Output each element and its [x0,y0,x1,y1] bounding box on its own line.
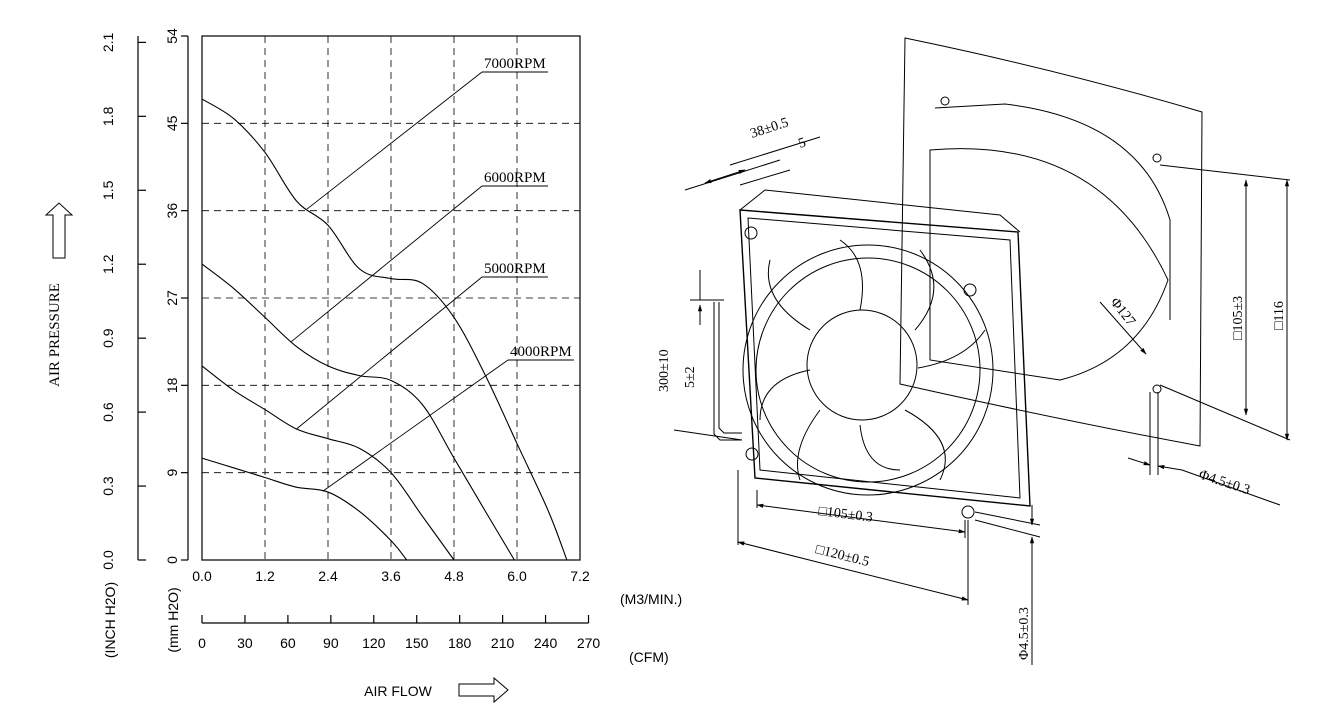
x-secondary-tick-label: 150 [405,635,429,651]
dim-frame-size: □120±0.5 [814,542,871,570]
y-secondary-tick-label: 0.3 [100,476,116,496]
series-label: 6000RPM [484,170,546,186]
x-primary-tick-label: 4.8 [444,568,464,584]
y-secondary-tick-label: 0.9 [100,328,116,348]
x-primary-tick-label: 7.2 [570,568,590,584]
series-line-5000rpm [201,365,455,561]
series-line-6000rpm [201,263,515,561]
y-axis-title: AIR PRESSURE [47,283,63,387]
y-secondary-axis: 0.0 0.3 0.6 0.9 1.2 1.5 1.8 2.1 [100,32,146,570]
chart-grid [202,36,580,560]
dim-guard-size: □116 [1272,301,1287,330]
x-primary-unit: (M3/MIN.) [620,591,682,607]
dimension-labels: 38±0.5 5 300±10 5±2 Φ127 □105±3 □116 Φ4.… [657,115,1287,660]
x-primary-tick-label: 3.6 [381,568,401,584]
x-secondary-tick-label: 30 [237,635,253,651]
y-primary-tick-label: 45 [164,115,180,131]
y-primary-tick-label: 9 [164,469,180,477]
y-secondary-tick-label: 2.1 [100,32,116,52]
dim-guard-hole-spacing: □105±3 [1231,296,1246,340]
dim-lead-length: 300±10 [657,349,672,392]
x-secondary-tick-label: 270 [577,635,601,651]
dim-flange: 5 [797,135,808,151]
series-labels: 7000RPM 6000RPM 5000RPM 4000RPM [290,56,574,492]
series-leader-line [322,359,509,492]
x-secondary-tick-label: 60 [280,635,296,651]
x-secondary-tick-label: 90 [323,635,339,651]
y-primary-axis: 0 9 18 27 36 45 54 [164,28,189,564]
y-primary-tick-label: 18 [164,377,180,393]
y-primary-tick-label: 36 [164,203,180,219]
x-secondary-unit: (CFM) [629,649,669,665]
x-secondary-tick-label: 0 [198,635,206,651]
y-primary-tick-label: 27 [164,290,180,306]
up-arrow-icon [44,202,74,259]
series-label: 5000RPM [484,261,546,277]
series-layer [201,98,568,561]
dim-depth: 38±0.5 [749,115,791,141]
dim-guard-hole: Φ4.5±0.3 [1197,468,1252,499]
dim-guard-diameter: Φ127 [1107,295,1138,329]
x-primary-axis: 0.0 1.2 2.4 3.6 4.8 6.0 7.2 [192,568,590,584]
y-secondary-unit: (INCH H2O) [102,582,118,658]
x-axis-title: AIR FLOW [364,683,432,699]
y-secondary-tick-label: 0.0 [100,550,116,570]
y-secondary-tick-label: 1.8 [100,106,116,126]
x-primary-tick-label: 6.0 [507,568,527,584]
y-primary-tick-label: 54 [164,28,180,44]
x-secondary-tick-label: 210 [491,635,515,651]
series-leader-line [296,276,483,430]
right-arrow-icon [458,676,509,704]
x-secondary-tick-label: 180 [448,635,472,651]
dim-strip-length: 5±2 [683,366,698,388]
y-primary-tick-label: 0 [164,556,180,564]
dim-mount-hole: Φ4.5±0.3 [1017,607,1032,660]
x-secondary-tick-label: 240 [534,635,558,651]
dim-hole-spacing: □105±0.3 [818,504,874,526]
fan-drawing [673,37,1291,665]
series-leader-line [290,185,483,343]
y-secondary-tick-label: 0.6 [100,402,116,422]
x-primary-tick-label: 0.0 [192,568,212,584]
series-leader-line [306,71,483,210]
y-secondary-tick-label: 1.2 [100,254,116,274]
y-primary-unit: (mm H2O) [165,587,181,652]
series-line-4000rpm [201,457,408,561]
y-secondary-tick-label: 1.5 [100,180,116,200]
series-line-7000rpm [201,98,568,561]
x-primary-tick-label: 1.2 [255,568,275,584]
x-primary-tick-label: 2.4 [318,568,338,584]
x-secondary-tick-label: 120 [362,635,386,651]
series-label: 7000RPM [484,56,546,72]
x-secondary-axis: 0 30 60 90 120 150 180 210 240 270 [198,615,600,651]
series-label: 4000RPM [510,344,572,360]
